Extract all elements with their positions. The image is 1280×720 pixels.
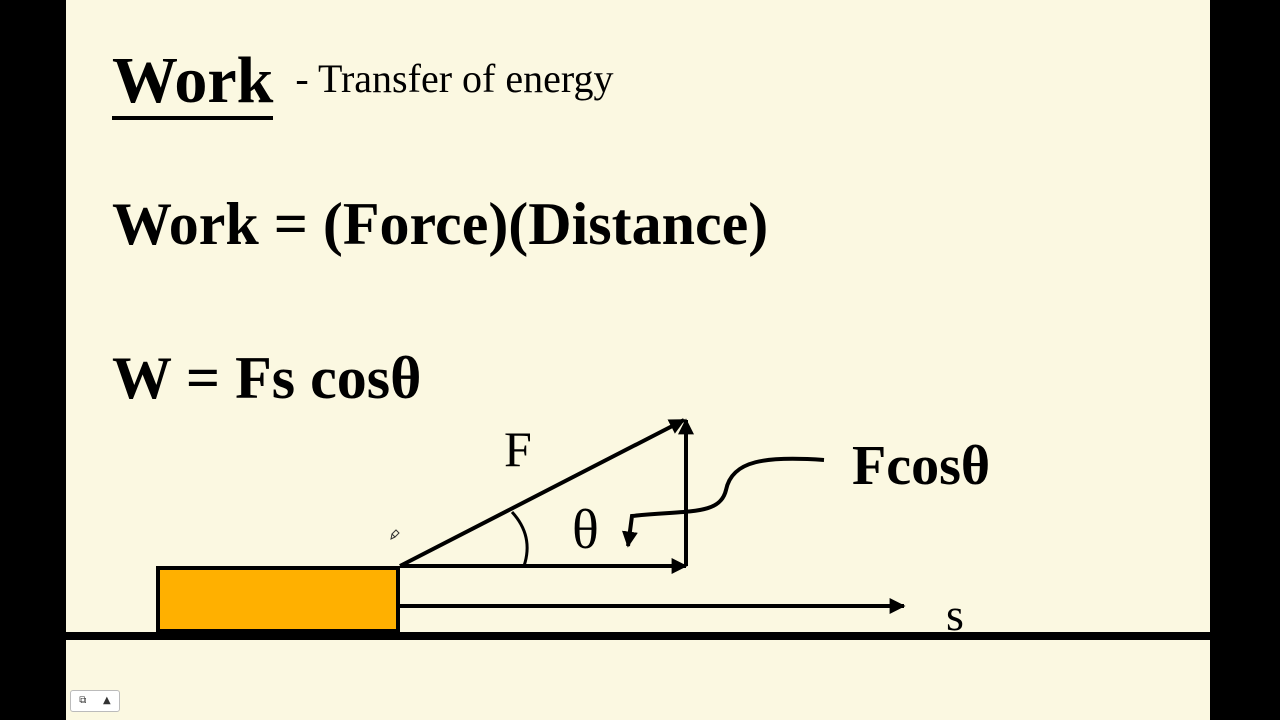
force-label: F: [504, 421, 532, 477]
work-diagram: [66, 418, 1210, 640]
component-pointer-arrow: [621, 456, 825, 548]
angle-label: θ: [572, 499, 599, 561]
slideshow-controls: ⧉ ▲: [70, 690, 120, 712]
slide-title: Work: [112, 48, 274, 120]
displacement-label: s: [946, 589, 964, 640]
pencil-cursor-icon: [390, 529, 400, 540]
force-arrow: [399, 418, 686, 568]
equation-words: Work = (Force)(Distance): [112, 191, 769, 257]
up-arrow-icon[interactable]: ▲: [103, 695, 111, 706]
slide: Work - Transfer of energy Work = (Force)…: [66, 0, 1210, 720]
block: [156, 566, 400, 633]
slides-icon[interactable]: ⧉: [79, 695, 87, 706]
equation-symbols: W = Fs cosθ: [112, 345, 422, 411]
component-label: Fcosθ: [852, 435, 991, 497]
title-row: Work - Transfer of energy: [112, 48, 613, 120]
slide-subtitle: - Transfer of energy: [295, 56, 614, 101]
angle-arc: [510, 510, 529, 567]
